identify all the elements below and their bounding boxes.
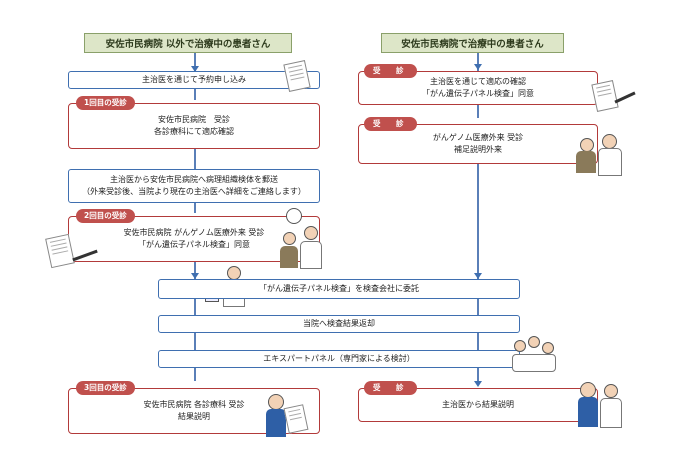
return-box: 当院へ検査結果返却	[158, 315, 520, 333]
right-b-line1: がんゲノム医療外来 受診	[432, 132, 524, 142]
right-visit-a-tag: 受 診	[364, 64, 417, 78]
left-connector	[194, 367, 196, 381]
left-connector	[194, 332, 196, 350]
left-connector	[194, 149, 196, 169]
visit2-line1: 安佐市民病院 がんゲノム医療外来 受診	[123, 227, 265, 237]
expert-team-icon	[512, 336, 556, 376]
visit3-line2: 結果説明	[178, 412, 210, 421]
patient-icon	[278, 232, 300, 268]
return-text: 当院へ検査結果返却	[303, 319, 375, 329]
left-header: 安佐市民病院 以外で治療中の患者さん	[84, 33, 292, 53]
right-connector	[477, 367, 479, 381]
commission-box: 「がん遺伝子パネル検査」を検査会社に委託	[158, 279, 520, 299]
doctor-result-icon	[578, 380, 622, 436]
left-connector	[194, 299, 196, 315]
send-line2: （外来受診後、当院より現在の主治医へ詳細をご連絡します）	[82, 187, 306, 196]
arrow-down	[474, 64, 482, 70]
application-form-icon	[283, 60, 311, 92]
right-connector	[477, 164, 479, 280]
reserve-box: 主治医を通じて予約申し込み	[68, 71, 320, 89]
reserve-text: 主治医を通じて予約申し込み	[142, 75, 246, 85]
arrow-down	[191, 273, 199, 279]
visit2-line2: 「がん遺伝子パネル検査」同意	[138, 240, 250, 249]
right-connector	[477, 53, 479, 71]
visit2-box: 安佐市民病院 がんゲノム医療外来 受診 「がん遺伝子パネル検査」同意	[68, 216, 320, 262]
right-connector	[477, 332, 479, 350]
visit1-tag: 1回目の受診	[76, 96, 135, 110]
arrow-down	[474, 381, 482, 387]
right-header: 安佐市民病院で治療中の患者さん	[381, 33, 564, 53]
right-visit-c-tag: 受 診	[364, 381, 417, 395]
right-b-line2: 補足説明外来	[454, 145, 502, 154]
doctor-patient-icon	[576, 126, 622, 176]
expert-text: エキスパートパネル（専門家による検討）	[263, 354, 415, 364]
right-c-line1: 主治医から結果説明	[442, 399, 514, 409]
left-connector	[194, 53, 196, 73]
doctor-icon	[300, 226, 322, 269]
visit3-line1: 安佐市民病院 各診療科 受診	[143, 399, 245, 409]
right-a-line1: 主治医を通じて適応の確認	[430, 76, 526, 86]
question-bubble-icon	[286, 208, 302, 224]
consent-form-icon	[591, 80, 619, 112]
expert-panel-box: エキスパートパネル（専門家による検討）	[158, 350, 520, 368]
send-specimen-box: 主治医から安佐市民病院へ病理組織検体を郵送 （外来受診後、当院より現在の主治医へ…	[68, 169, 320, 203]
visit1-line1: 安佐市民病院 受診	[158, 114, 230, 124]
send-line1: 主治医から安佐市民病院へ病理組織検体を郵送	[110, 175, 278, 185]
right-connector	[477, 299, 479, 315]
arrow-down	[191, 66, 199, 72]
right-visit-b-tag: 受 診	[364, 117, 417, 131]
right-a-line2: 「がん遺伝子パネル検査」同意	[422, 89, 534, 98]
doctor-result-icon	[266, 392, 309, 440]
left-connector	[194, 262, 196, 280]
visit3-tag: 3回目の受診	[76, 381, 135, 395]
pen-icon	[614, 91, 636, 104]
right-visit-c-box: 主治医から結果説明	[358, 388, 598, 422]
visit1-box: 安佐市民病院 受診 各診療科にて適応確認	[68, 103, 320, 149]
right-connector	[477, 104, 479, 118]
visit1-line2: 各診療科にて適応確認	[154, 127, 234, 136]
left-connector	[194, 88, 196, 100]
left-connector	[194, 203, 196, 213]
arrow-down	[474, 273, 482, 279]
commission-text: 「がん遺伝子パネル検査」を検査会社に委託	[259, 284, 419, 294]
visit2-tag: 2回目の受診	[76, 209, 135, 223]
